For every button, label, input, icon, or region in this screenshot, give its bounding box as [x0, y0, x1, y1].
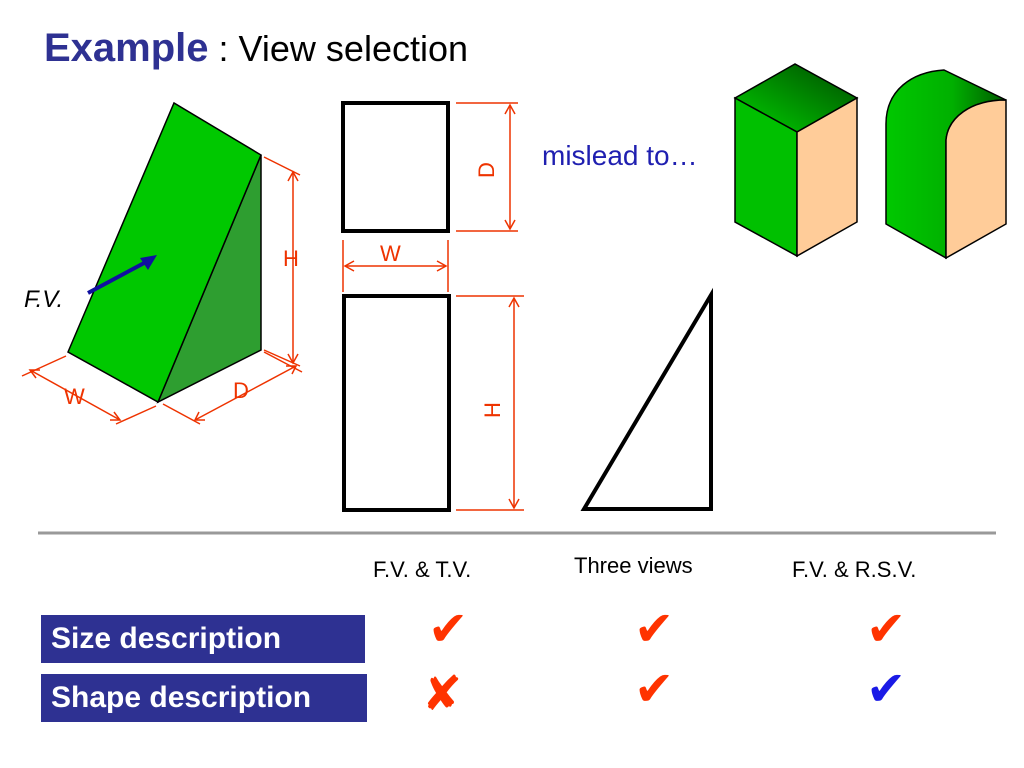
title-rest: : View selection [208, 28, 469, 69]
title-example: Example [44, 26, 209, 70]
size-three-views-check-icon: ✔ [634, 601, 675, 657]
mislead-label: mislead to… [542, 140, 698, 171]
column-header-three-views: Three views [574, 553, 693, 578]
front-h-label: H [480, 402, 505, 418]
column-header-fv-rsv: F.V. & R.S.V. [792, 557, 917, 582]
column-header-fv-tv: F.V. & T.V. [373, 557, 472, 582]
top-d-label: D [474, 162, 499, 178]
wedge-dimensions [21, 156, 303, 425]
rounded-side-face [945, 99, 1007, 260]
box-side-face [796, 96, 858, 258]
shape-fv-tv-cross-icon: ✘ [422, 666, 463, 722]
row-label-shape-description: Shape description [41, 674, 367, 722]
front-view-rect [342, 294, 451, 512]
fv-arrow-shaft [87, 260, 147, 295]
misleading-rounded-shape [885, 69, 1007, 260]
fv-label: F.V. [24, 286, 64, 313]
ortho-dimensions [342, 102, 524, 511]
wedge-h-label: H [283, 246, 299, 271]
row-label-size-description: Size description [41, 615, 365, 663]
wedge-3d-view [67, 101, 262, 404]
side-view-triangle [580, 287, 713, 511]
wedge-d-label: D [233, 378, 249, 403]
size-fv-tv-check-icon: ✔ [428, 601, 469, 657]
shape-fv-rsv-check-icon: ✔ [866, 661, 907, 717]
page-title: Example : View selection [44, 26, 468, 71]
shape-three-views-check-icon: ✔ [634, 661, 675, 717]
wedge-front-slope [67, 101, 262, 404]
top-view-rect [341, 101, 450, 233]
top-w-label: W [380, 241, 401, 266]
fv-arrow-head [140, 255, 157, 270]
size-fv-rsv-check-icon: ✔ [866, 601, 907, 657]
wedge-w-label: W [64, 384, 85, 409]
misleading-box [733, 63, 859, 258]
